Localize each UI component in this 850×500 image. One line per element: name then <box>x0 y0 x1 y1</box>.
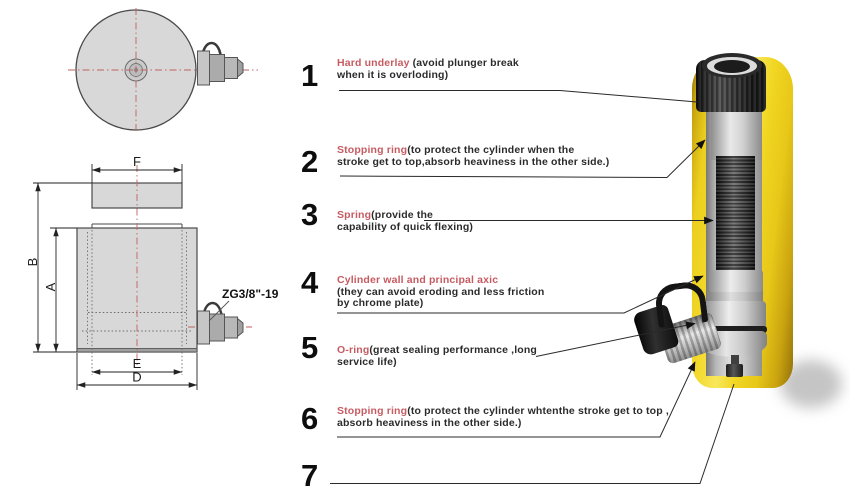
callout-number-5: 5 <box>301 330 319 365</box>
top-view <box>68 8 258 133</box>
top-view-center-dot <box>133 67 139 73</box>
bottom-plug-stem <box>731 355 739 365</box>
part-name: Hard underlay <box>337 57 410 69</box>
callout-text-1: Hard underlay (avoid plunger break when … <box>337 57 597 81</box>
callout-text-2: Stopping ring(to protect the cylinder wh… <box>337 144 637 168</box>
callout-text-4: Cylinder wall and principal axic (they c… <box>337 274 597 310</box>
dim-label-b: B <box>25 258 40 267</box>
front-view-centerlines <box>136 165 252 368</box>
leader-7 <box>330 383 735 484</box>
dim-label-f: F <box>133 154 141 169</box>
front-view-base-strip <box>76 348 198 353</box>
port-label: ZG3/8"-19 <box>222 287 279 301</box>
callout-number-2: 2 <box>301 144 319 179</box>
top-view-oil-port-coupler <box>197 41 244 86</box>
top-view-center-ring-inner <box>129 63 143 77</box>
top-view-centerlines <box>68 8 258 133</box>
callout-number-4: 4 <box>301 265 319 300</box>
callout-number-3: 3 <box>301 197 319 232</box>
front-view-saddle-cap <box>91 182 183 209</box>
front-view-oil-port-coupler <box>197 302 244 345</box>
callout-number-7: 7 <box>301 458 319 493</box>
dimension-lines <box>33 164 198 390</box>
part-name: Stopping ring <box>337 144 408 156</box>
part-desc: (avoid plunger break when it is overlodi… <box>337 57 519 81</box>
piston-rod <box>711 110 762 160</box>
dim-label-e: E <box>133 356 142 371</box>
callout-number-1: 1 <box>301 58 319 93</box>
leader-1 <box>339 90 698 103</box>
port-label-leader <box>208 300 230 322</box>
bottom-plug-head <box>726 364 743 377</box>
callout-text-3: Spring(provide the capability of quick f… <box>337 209 557 233</box>
part-name: Spring <box>337 209 372 221</box>
front-view: F B A E D ZG3/8"-19 <box>25 154 279 390</box>
piston-lower-collar <box>709 270 763 304</box>
dim-label-d: D <box>132 370 141 385</box>
cap-top-center-hole <box>714 60 750 73</box>
front-view-lip <box>91 223 183 228</box>
callout-number-6: 6 <box>301 401 319 436</box>
callout-text-6: Stopping ring(to protect the cylinder wh… <box>337 405 682 429</box>
part-desc: (great sealing performance ,long service… <box>337 344 537 368</box>
dimension-labels: F B A E D <box>25 154 142 385</box>
part-desc: (provide the capability of quick flexing… <box>337 209 474 233</box>
callout-text-5: O-ring(great sealing performance ,long s… <box>337 344 577 368</box>
dim-label-a: A <box>43 282 58 291</box>
part-name: Cylinder wall and principal axic <box>337 274 499 286</box>
front-view-hidden-lines <box>82 230 192 375</box>
o-ring-band <box>701 326 767 333</box>
top-view-center-ring <box>124 58 148 82</box>
top-view-body-circle <box>75 9 197 131</box>
part-desc: (they can avoid eroding and less frictio… <box>337 285 545 310</box>
spring-threads <box>716 156 755 274</box>
part-name: O-ring <box>337 344 370 356</box>
part-name: Stopping ring <box>337 405 408 417</box>
front-view-body <box>76 227 198 353</box>
